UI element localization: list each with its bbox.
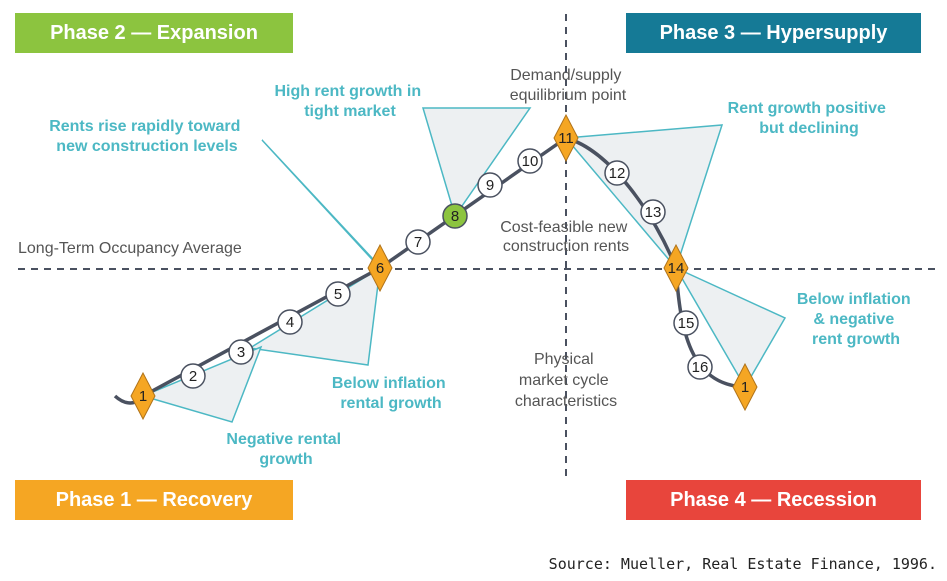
cost-feasible-line2: construction rents bbox=[503, 238, 629, 255]
cycle-point-marker bbox=[180, 363, 206, 389]
cycle-point-marker bbox=[673, 310, 699, 336]
cycle-point-number: 5 bbox=[334, 286, 342, 303]
rent-positive-line1: Rent growth positive bbox=[728, 100, 886, 117]
equilibrium-line1: Demand/supply bbox=[510, 67, 621, 84]
equilibrium-label: Demand/supply equilibrium point bbox=[510, 67, 627, 104]
below-inflation-left-label: Below inflation rental growth bbox=[332, 375, 450, 412]
callout-high-rent bbox=[421, 107, 532, 218]
cycle-point-number: 4 bbox=[286, 314, 294, 331]
phase-3-label: Phase 3 — Hypersupply bbox=[659, 21, 888, 44]
occupancy-label: Long-Term Occupancy Average bbox=[18, 240, 242, 257]
physical-line3: characteristics bbox=[515, 393, 617, 410]
rents-rise-label: Rents rise rapidly toward new constructi… bbox=[49, 118, 245, 155]
cycle-point-number: 15 bbox=[678, 315, 695, 332]
cycle-point-marker bbox=[553, 113, 579, 163]
physical-line2: market cycle bbox=[519, 372, 609, 389]
below-inflation-right-line2: & negative bbox=[813, 311, 894, 328]
cycle-point-marker bbox=[517, 148, 543, 174]
phase-2-label: Phase 2 — Expansion bbox=[50, 21, 258, 44]
negative-rental-label: Negative rental growth bbox=[226, 431, 345, 468]
cycle-point-marker bbox=[405, 229, 431, 255]
callout-below-inflation-left bbox=[247, 266, 381, 366]
cycle-point-marker bbox=[228, 339, 254, 365]
callout-rents-rise bbox=[261, 139, 381, 269]
phase-4-banner: Phase 4 — Recession bbox=[626, 480, 921, 520]
cycle-point-number: 13 bbox=[645, 204, 662, 221]
high-rent-label: High rent growth in tight market bbox=[274, 83, 425, 120]
cost-feasible-line1: Cost-feasible new bbox=[500, 219, 628, 236]
high-rent-line1: High rent growth in bbox=[274, 83, 421, 100]
cycle-point-number: 3 bbox=[237, 344, 245, 361]
phase-4-label: Phase 4 — Recession bbox=[670, 488, 877, 511]
cycle-point-marker bbox=[130, 371, 156, 421]
phase-1-banner: Phase 1 — Recovery bbox=[15, 480, 293, 520]
cycle-point-number: 12 bbox=[609, 165, 626, 182]
cycle-point-marker bbox=[732, 362, 758, 412]
cycle-point-number: 6 bbox=[376, 260, 384, 277]
cycle-point-marker bbox=[325, 281, 351, 307]
cycle-point-marker bbox=[442, 203, 468, 229]
below-inflation-left-line1: Below inflation bbox=[332, 375, 446, 392]
cycle-point-number: 2 bbox=[189, 368, 197, 385]
cycle-point-marker bbox=[687, 354, 713, 380]
cycle-point-marker bbox=[477, 172, 503, 198]
cycle-point-marker bbox=[663, 243, 689, 293]
below-inflation-right-label: Below inflation & negative rent growth bbox=[797, 291, 915, 348]
cycle-point-number: 1 bbox=[139, 388, 147, 405]
callout-below-inflation-right bbox=[674, 266, 787, 389]
cost-feasible-label: Cost-feasible new construction rents bbox=[500, 219, 632, 255]
cycle-point-number: 10 bbox=[522, 153, 539, 170]
cycle-point-number: 7 bbox=[414, 234, 422, 251]
rents-rise-line1: Rents rise rapidly toward bbox=[49, 118, 240, 135]
cycle-point-number: 14 bbox=[668, 260, 685, 277]
phase-1-label: Phase 1 — Recovery bbox=[55, 488, 253, 511]
cycle-point-number: 1 bbox=[741, 379, 749, 396]
source-citation: Source: Mueller, Real Estate Finance, 19… bbox=[548, 555, 937, 573]
cycle-point-number: 8 bbox=[451, 208, 459, 225]
cycle-point-number: 16 bbox=[692, 359, 709, 376]
rent-positive-label: Rent growth positive but declining bbox=[728, 100, 891, 137]
physical-line1: Physical bbox=[534, 351, 594, 368]
cycle-point-number: 9 bbox=[486, 177, 494, 194]
cycle-point-marker bbox=[604, 160, 630, 186]
negative-rental-line1: Negative rental bbox=[226, 431, 341, 448]
phase-3-banner: Phase 3 — Hypersupply bbox=[626, 13, 921, 53]
negative-rental-line2: growth bbox=[259, 451, 312, 468]
below-inflation-right-line3: rent growth bbox=[812, 331, 900, 348]
physical-label: Physical market cycle characteristics bbox=[515, 351, 617, 410]
rent-positive-line2: but declining bbox=[759, 120, 859, 137]
cycle-point-marker bbox=[640, 199, 666, 225]
phase-2-banner: Phase 2 — Expansion bbox=[15, 13, 293, 53]
cycle-point-number: 11 bbox=[558, 130, 574, 147]
below-inflation-right-line1: Below inflation bbox=[797, 291, 911, 308]
cycle-point-marker bbox=[277, 309, 303, 335]
rents-rise-line2: new construction levels bbox=[56, 138, 237, 155]
cycle-point-marker bbox=[367, 243, 393, 293]
high-rent-line2: tight market bbox=[304, 103, 396, 120]
equilibrium-line2: equilibrium point bbox=[510, 87, 627, 104]
below-inflation-left-line2: rental growth bbox=[340, 395, 441, 412]
